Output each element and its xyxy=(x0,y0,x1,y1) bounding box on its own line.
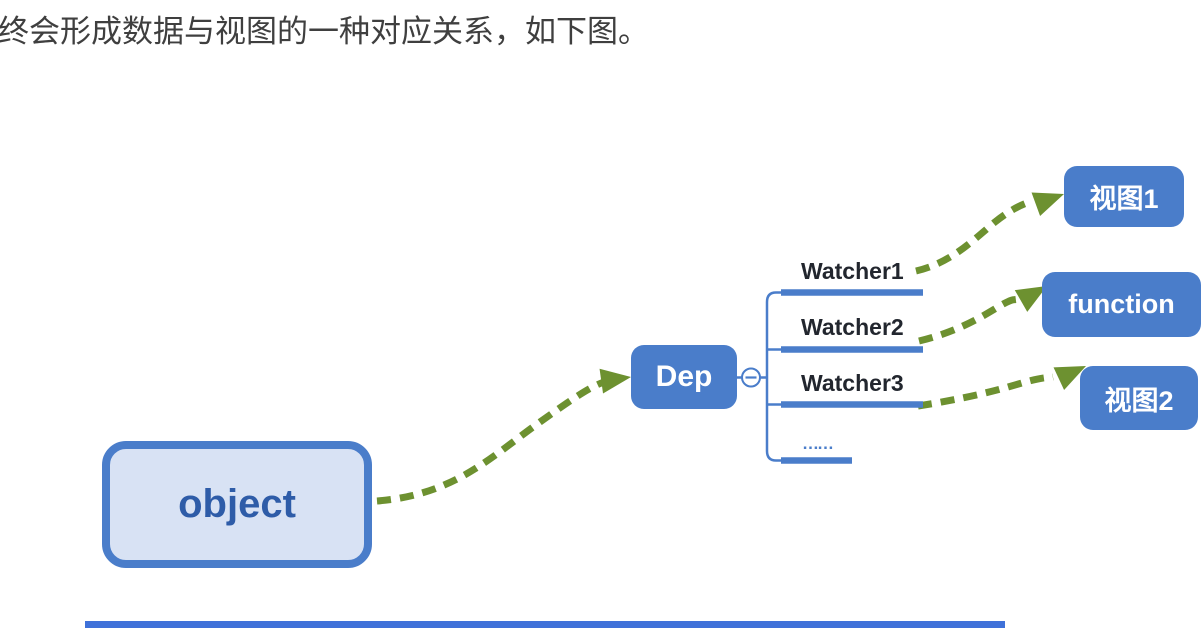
watcher2-label: Watcher2 xyxy=(801,314,904,340)
view1-node: 视图1 xyxy=(1064,166,1184,227)
collapse-minus-icon xyxy=(741,367,761,388)
arrow-watcher3-to-view2 xyxy=(917,366,1086,410)
function-node: function xyxy=(1042,272,1201,337)
dep-node: Dep xyxy=(631,345,737,409)
arrow-watcher2-to-function xyxy=(918,286,1047,345)
watcher-underlines xyxy=(781,289,923,464)
object-node: object xyxy=(102,441,372,568)
arrowhead-watcher1-to-view1-icon xyxy=(1031,192,1064,217)
arrowhead-watcher3-to-view2-icon xyxy=(1053,366,1086,391)
watcher-ellipsis-label: …… xyxy=(802,434,834,453)
arrow-watcher2-to-function-dashes xyxy=(918,295,1020,345)
arrowhead-object-to-dep-icon xyxy=(599,368,631,394)
bracket-spine xyxy=(765,291,781,462)
function-node-label: function xyxy=(1068,289,1175,319)
object-node-label: object xyxy=(178,482,296,526)
view1-node-label: 视图1 xyxy=(1089,184,1159,214)
watcher3-label: Watcher3 xyxy=(801,370,904,396)
arrow-object-to-dep xyxy=(376,368,631,505)
arrowhead-watcher2-to-function-icon xyxy=(1014,286,1047,312)
watcher-branch-bracket xyxy=(760,291,781,462)
arrow-watcher1-to-view1 xyxy=(915,192,1064,275)
watcher1-label: Watcher1 xyxy=(801,258,904,284)
arrow-watcher3-to-view2-dashes xyxy=(917,373,1054,410)
view2-node: 视图2 xyxy=(1080,366,1198,430)
caption-text: 终会形成数据与视图的一种对应关系，如下图。 xyxy=(0,14,649,49)
bottom-blue-bar xyxy=(85,621,1005,628)
arrow-watcher1-to-view1-dashes xyxy=(915,197,1034,275)
arrow-object-to-dep-dashes xyxy=(376,378,606,505)
view2-node-label: 视图2 xyxy=(1104,385,1174,416)
dep-node-label: Dep xyxy=(655,360,713,393)
